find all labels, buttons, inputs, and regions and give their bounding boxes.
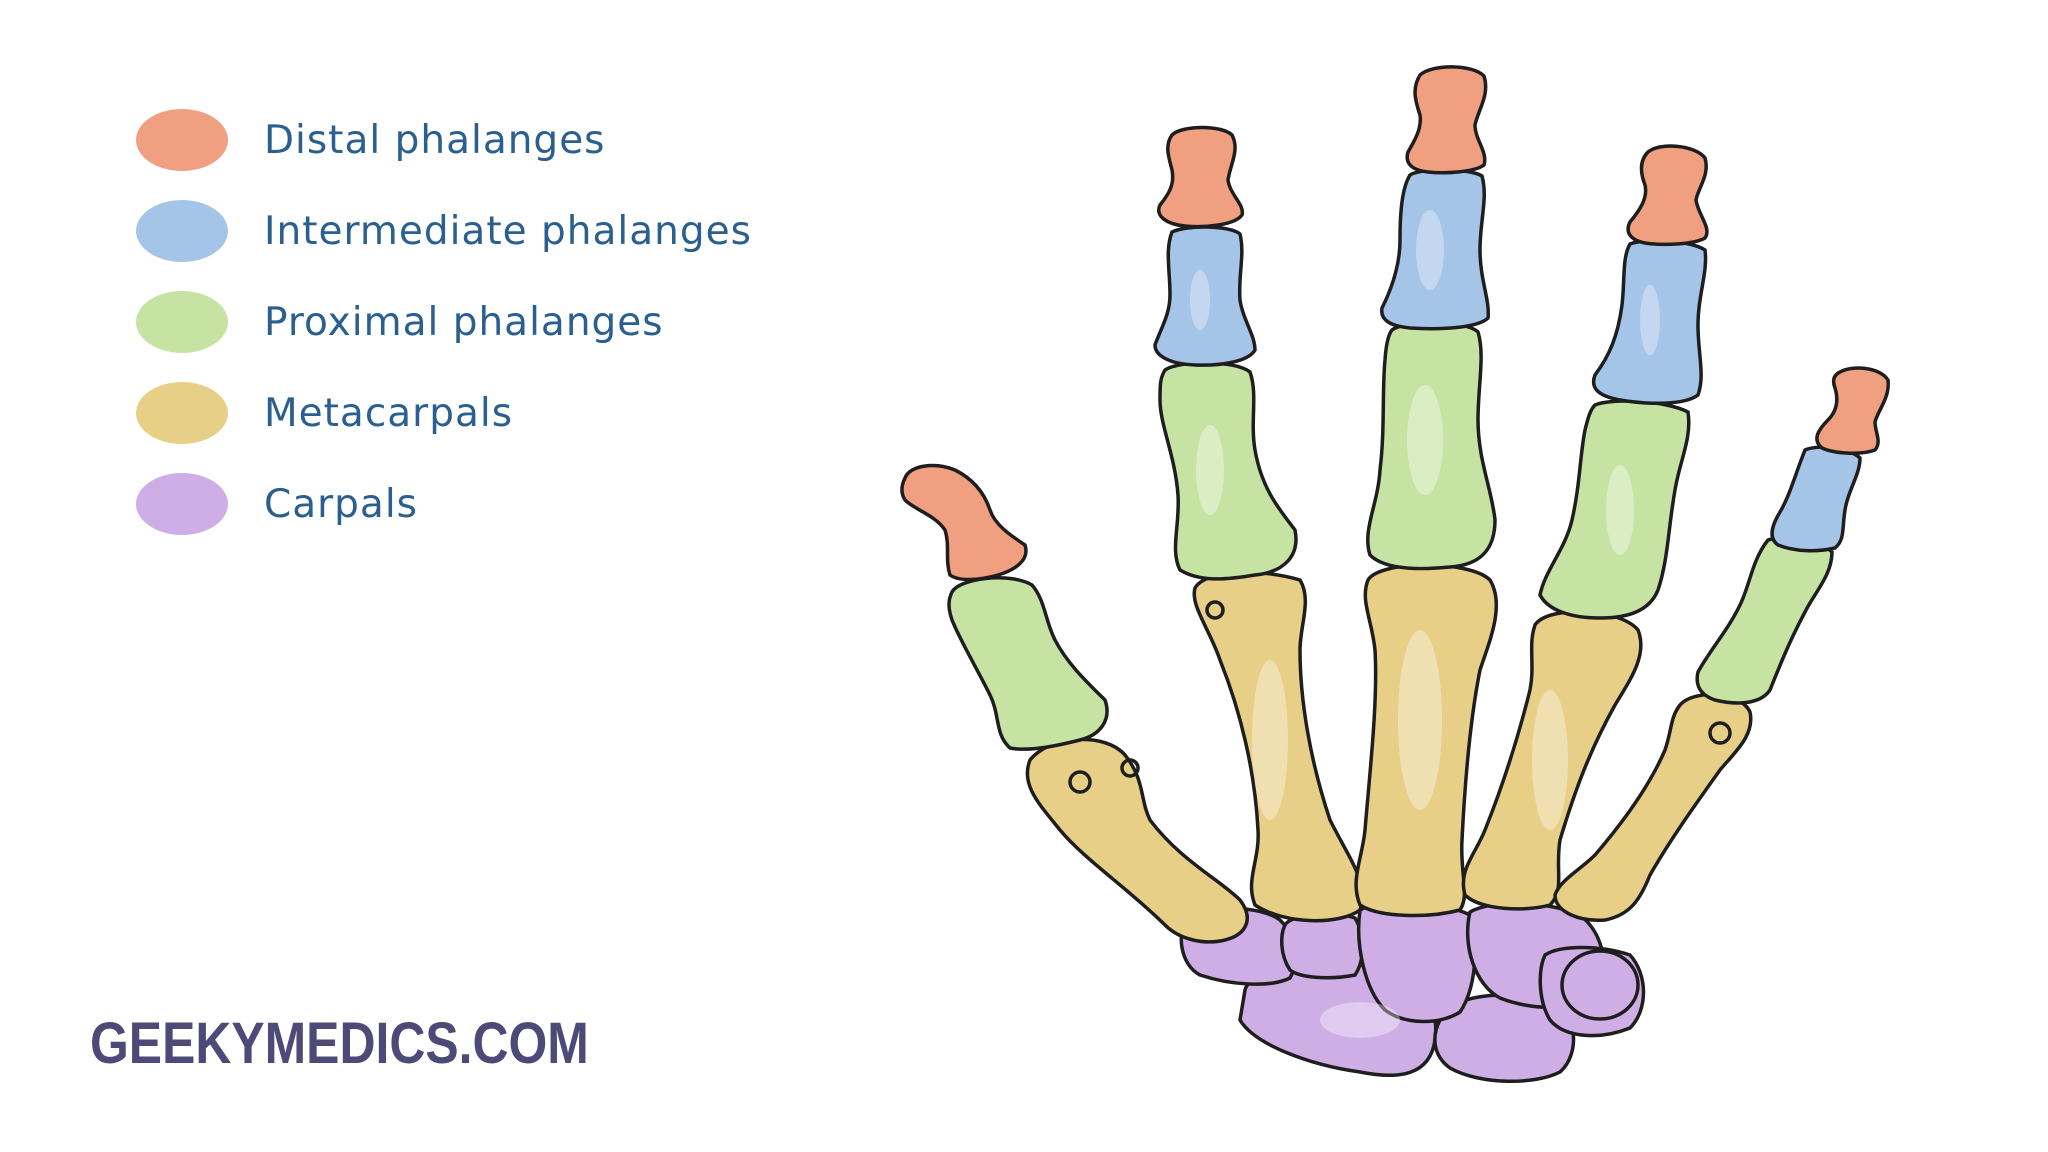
metacarpal-bones [1025, 563, 1753, 944]
legend-label-carpals: Carpals [264, 481, 418, 527]
intermediate-phalanx-bones [1153, 168, 1862, 553]
legend-item-proximal-phalanges: Proximal phalanges [136, 290, 664, 354]
carpal-bones [1179, 900, 1646, 1084]
legend-swatch-proximal-phalanges [136, 291, 228, 353]
legend-item-metacarpals: Metacarpals [136, 381, 513, 445]
legend-swatch-metacarpals [136, 382, 228, 444]
legend-label-distal-phalanges: Distal phalanges [264, 117, 606, 163]
legend-swatch-distal-phalanges [136, 109, 228, 171]
legend-swatch-carpals [136, 473, 228, 535]
legend-label-metacarpals: Metacarpals [264, 390, 514, 436]
brand-logo-text: GEEKYMEDICS.COM [90, 1011, 589, 1076]
legend-item-distal-phalanges: Distal phalanges [136, 108, 606, 172]
legend-swatch-intermediate-phalanges [136, 200, 228, 262]
legend-label-proximal-phalanges: Proximal phalanges [264, 299, 664, 345]
legend-item-carpals: Carpals [136, 472, 418, 536]
legend-item-intermediate-phalanges: Intermediate phalanges [136, 199, 752, 263]
distal-phalanx-bones [900, 65, 1890, 582]
bone-texture-highlights [1190, 210, 1660, 1038]
proximal-phalanx-bones [947, 321, 1834, 751]
legend-label-intermediate-phalanges: Intermediate phalanges [264, 208, 752, 254]
